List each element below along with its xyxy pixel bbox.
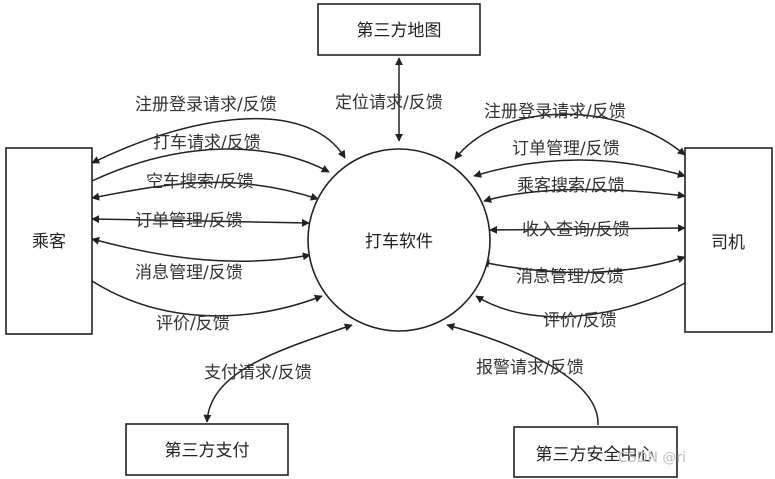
connector-passenger-message <box>91 237 311 263</box>
security-box <box>513 426 678 478</box>
connector-driver-review <box>475 282 686 318</box>
connector-passenger-register <box>91 118 346 164</box>
connector-driver-income <box>489 224 686 234</box>
taxi-software-label: 打车软件 <box>365 232 433 252</box>
passenger-box <box>5 147 93 335</box>
connectors <box>91 57 686 426</box>
passenger-edge-label: 注册登录请求/反馈 <box>135 95 277 115</box>
edge-label-map: 定位请求/反馈 <box>335 93 443 113</box>
connector-driver-passenger-search <box>483 188 686 203</box>
driver-edge-label: 收入查询/反馈 <box>522 220 630 240</box>
passenger-edge-label: 评价/反馈 <box>156 314 230 334</box>
connector-security <box>446 323 599 426</box>
map-label: 第三方地图 <box>357 21 442 41</box>
connector-driver-register <box>454 113 686 160</box>
connector-passenger-empty-car <box>91 181 319 201</box>
driver-label: 司机 <box>711 233 745 253</box>
map-box <box>317 3 481 56</box>
connector-payment <box>203 323 353 423</box>
passenger-label: 乘客 <box>32 232 66 252</box>
taxi-software-circle <box>307 148 491 332</box>
passenger-edge-label: 消息管理/反馈 <box>135 263 243 283</box>
driver-edge-label: 乘客搜索/反馈 <box>517 176 625 196</box>
driver-box <box>684 147 773 333</box>
edge-label-payment: 支付请求/反馈 <box>204 363 312 383</box>
security-label: 第三方安全中心 <box>536 445 655 465</box>
connector-passenger-review <box>91 280 323 317</box>
edge-label-security: 报警请求/反馈 <box>476 358 584 378</box>
driver-edge-label: 评价/反馈 <box>543 311 617 331</box>
passenger-edge-label: 订单管理/反馈 <box>135 211 243 231</box>
connector-driver-order <box>473 159 686 178</box>
connector-passenger-taxi-request <box>91 148 330 182</box>
payment-label: 第三方支付 <box>165 441 250 461</box>
driver-edge-label: 消息管理/反馈 <box>516 267 624 287</box>
passenger-edge-label: 打车请求/反馈 <box>153 133 261 153</box>
connector-passenger-order <box>91 215 310 227</box>
payment-box <box>125 423 289 476</box>
passenger-edge-label: 空车搜索/反馈 <box>146 172 254 192</box>
driver-edge-label: 注册登录请求/反馈 <box>484 102 626 122</box>
connector-driver-message <box>481 255 686 274</box>
watermark: CSDN @ri <box>618 450 686 466</box>
driver-edge-label: 订单管理/反馈 <box>512 139 620 159</box>
